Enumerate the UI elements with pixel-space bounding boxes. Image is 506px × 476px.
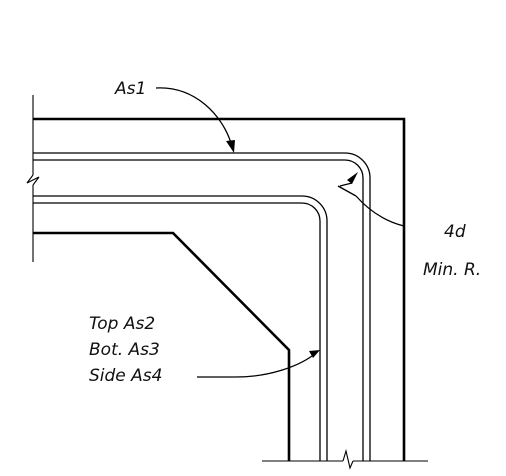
left-section-line (26, 95, 40, 262)
bottom-section-line (262, 448, 428, 470)
leader-min-radius (337, 172, 405, 227)
rebar-as2-as3-as4 (33, 195, 328, 461)
label-as1: As1 (114, 79, 146, 99)
concrete-outer-outline (33, 117, 406, 461)
leader-side-bar (197, 350, 320, 378)
label-bot-bar: Bot. As3 (89, 340, 160, 360)
concrete-inner-outline (33, 231, 291, 461)
leader-as1 (155, 87, 235, 153)
label-dim-note: Min. R. (423, 260, 481, 280)
label-side-bar: Side As4 (89, 366, 162, 386)
label-top-bar: Top As2 (89, 314, 155, 334)
label-dim-value: 4d (444, 222, 466, 242)
rebar-as1 (33, 152, 371, 461)
